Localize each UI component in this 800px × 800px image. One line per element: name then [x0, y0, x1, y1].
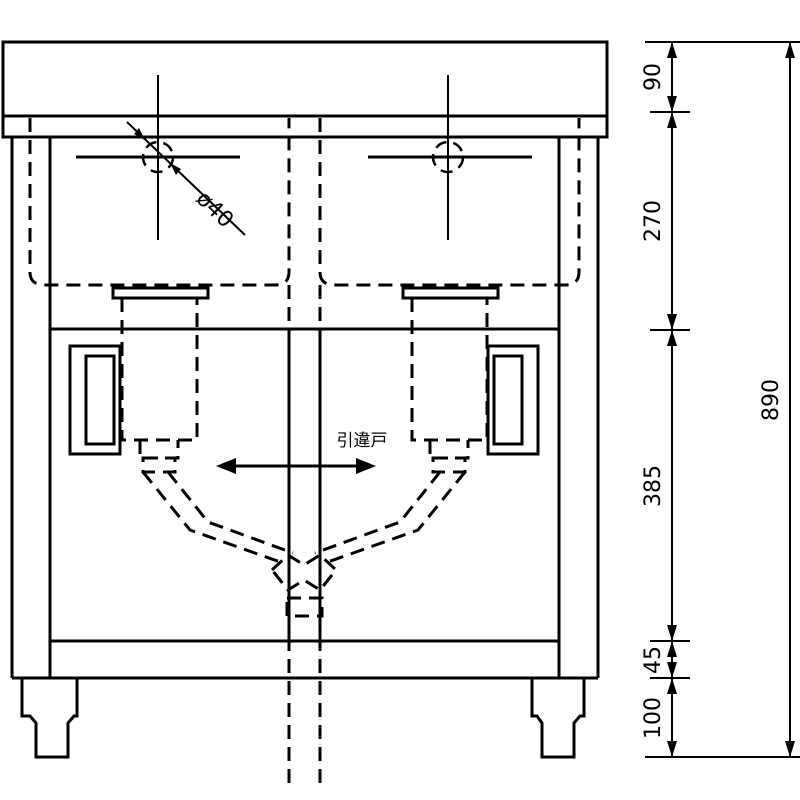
drain-diameter-leader: [126, 121, 246, 236]
drain-diameter-label: ø40: [191, 186, 238, 233]
left-faucet-hole: [76, 75, 240, 240]
left-drain: [111, 286, 210, 474]
left-door-handle: [68, 344, 122, 456]
sliding-door-arrow: [216, 458, 376, 474]
dim-legs: 100: [641, 697, 666, 739]
center-divider: [287, 285, 322, 790]
dim-overall: 890: [759, 379, 784, 421]
right-door-handle: [486, 344, 540, 456]
dim-bottom-shelf: 45: [641, 646, 666, 674]
right-drain: [401, 286, 500, 474]
dim-cabinet: 385: [641, 465, 666, 507]
right-basin: [318, 118, 581, 287]
right-faucet-hole: [368, 75, 532, 240]
sliding-door-label: 引違戸: [337, 431, 388, 451]
left-basin: [28, 118, 291, 287]
drain-pipes: [141, 471, 467, 618]
left-leg: [20, 678, 79, 759]
dim-top-rim: 90: [641, 63, 666, 91]
countertop: [1, 40, 609, 139]
cabinet-body: [10, 137, 600, 680]
dim-basin-depth: 270: [641, 200, 666, 242]
right-leg: [530, 678, 586, 759]
dimension-lines: [645, 41, 800, 758]
